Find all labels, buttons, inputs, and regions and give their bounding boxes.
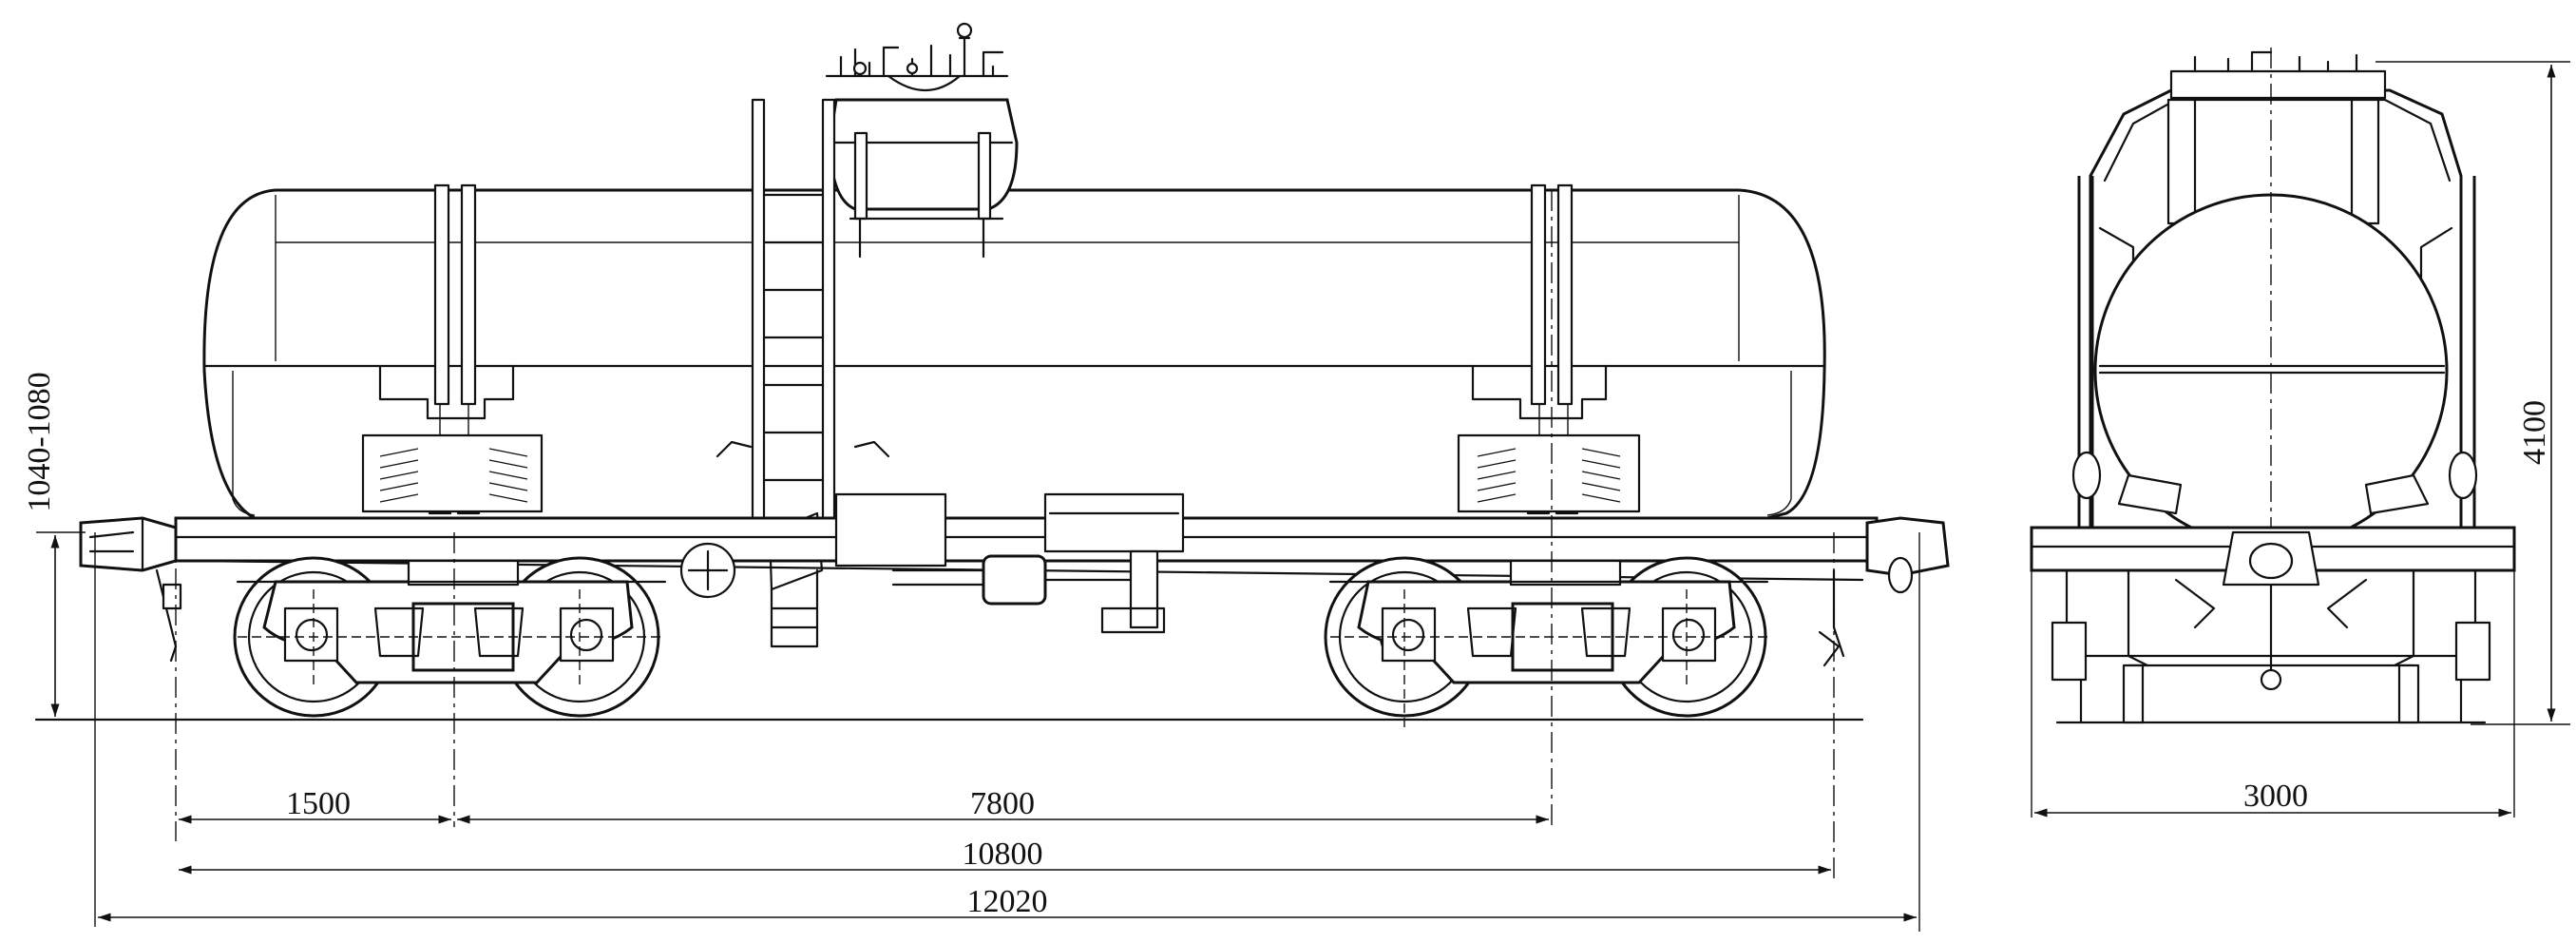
tank-barrel — [202, 188, 1826, 520]
end-view: 3000 4100 — [2030, 48, 2570, 818]
coupler-left — [79, 516, 182, 663]
bolster-pad-right — [1457, 433, 1641, 513]
bolster-pad-left — [361, 433, 544, 513]
dim-bogie-centers: 7800 — [970, 786, 1035, 821]
dim-overall-width: 3000 — [2243, 779, 2308, 814]
dome-fittings — [825, 22, 1019, 259]
extension-lines — [36, 190, 1920, 932]
dim-overall-length: 12020 — [967, 884, 1048, 919]
dim-bogie-offset: 1500 — [286, 786, 351, 821]
side-view: 1500 7800 10800 12020 1040-1080 — [22, 22, 1950, 932]
brake-cylinder — [891, 549, 1166, 634]
dim-overall-height: 4100 — [2517, 400, 2552, 465]
end-underframe — [2030, 451, 2516, 724]
end-dimension-lines — [2031, 61, 2570, 818]
dimension-lines — [50, 535, 1917, 922]
dim-coupler-axis-length: 10800 — [963, 837, 1043, 872]
coupler-right — [1818, 516, 1950, 667]
dim-coupler-height: 1040-1080 — [22, 372, 57, 511]
